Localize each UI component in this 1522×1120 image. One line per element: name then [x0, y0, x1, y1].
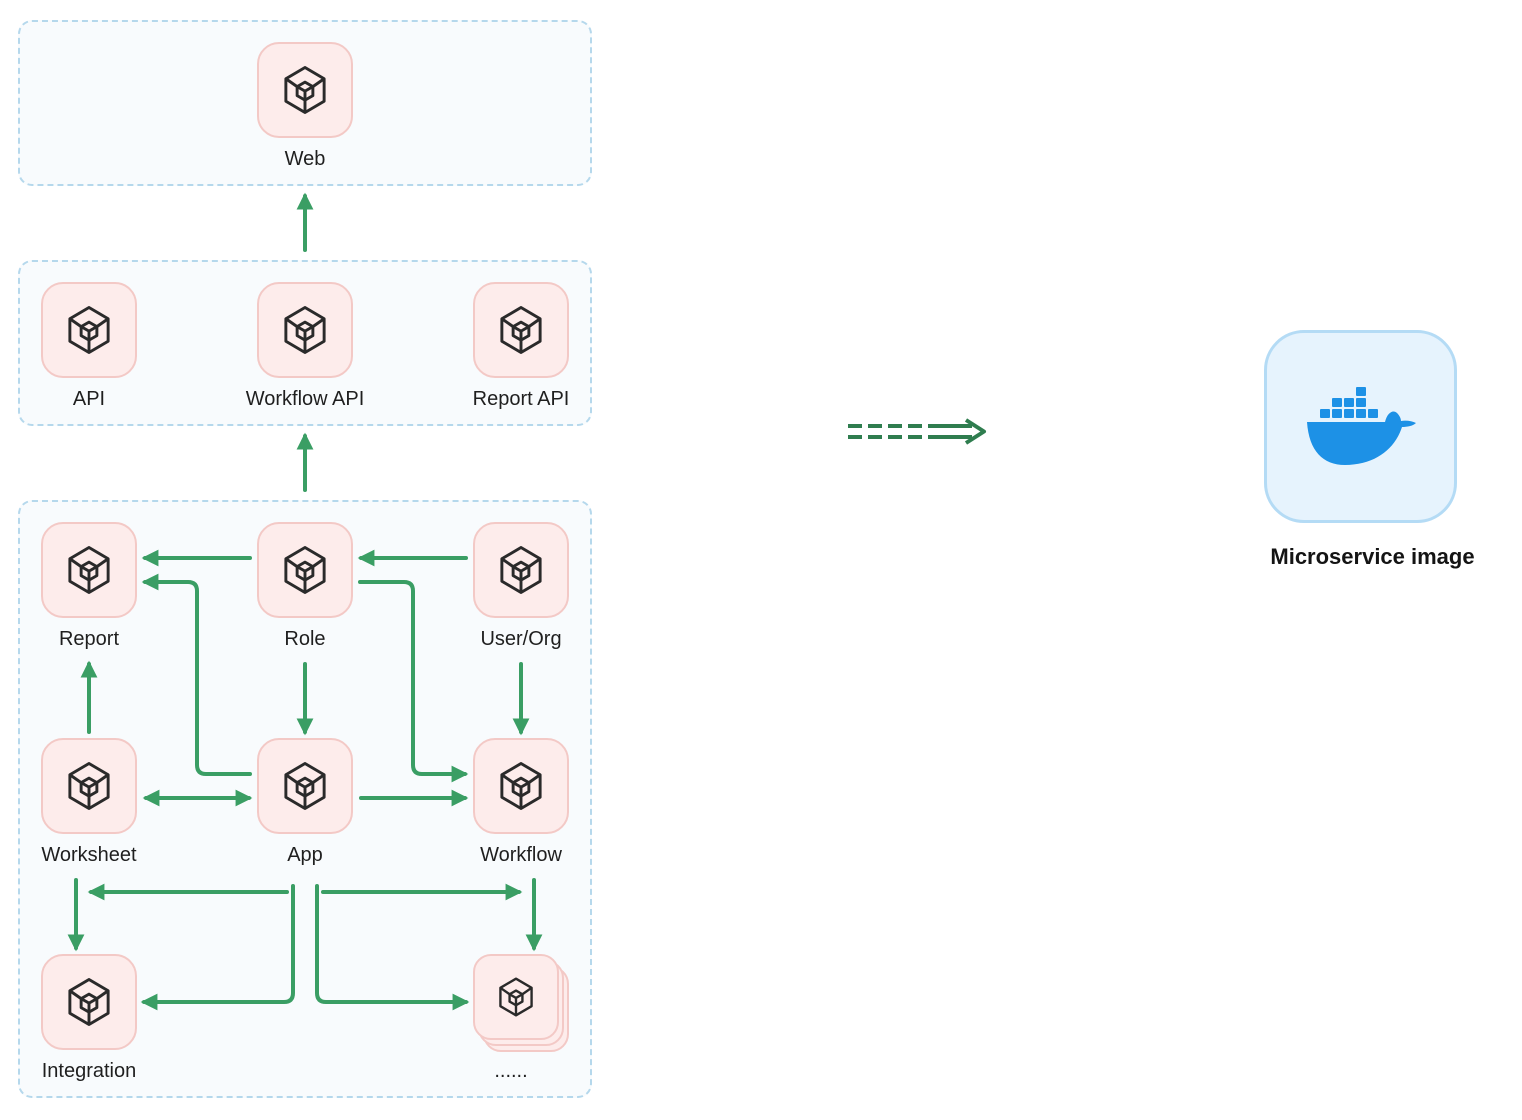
cube-icon — [68, 306, 110, 354]
cube-icon — [284, 66, 326, 114]
node-report[interactable]: Report — [14, 522, 164, 662]
node-label: Worksheet — [41, 844, 137, 866]
docker-whale-icon — [1306, 386, 1416, 465]
node-label: Web — [284, 148, 326, 170]
node-label: ...... — [494, 1060, 528, 1082]
node-more[interactable]: ...... — [446, 954, 596, 1094]
node-label: Role — [284, 628, 326, 650]
cube-icon — [500, 762, 542, 810]
app-tile — [257, 738, 353, 834]
node-label: User/Org — [480, 628, 562, 650]
node-label: Workflow — [480, 844, 562, 866]
cube-icon — [500, 546, 542, 594]
node-api[interactable]: API — [14, 282, 164, 422]
node-worksheet[interactable]: Worksheet — [14, 738, 164, 878]
node-label: API — [72, 388, 106, 410]
microservice-image-tile[interactable] — [1264, 330, 1457, 523]
user-org-tile — [473, 522, 569, 618]
node-label: Report API — [472, 388, 570, 410]
node-integration[interactable]: Integration — [14, 954, 164, 1094]
cube-icon — [68, 546, 110, 594]
node-label: App — [287, 844, 323, 866]
role-tile — [257, 522, 353, 618]
node-workflow-api[interactable]: Workflow API — [230, 282, 380, 422]
cube-icon — [68, 978, 110, 1026]
node-label: Integration — [41, 1060, 137, 1082]
cube-icon — [284, 762, 326, 810]
transform-arrow — [848, 418, 986, 445]
node-app[interactable]: App — [230, 738, 380, 878]
node-user-org[interactable]: User/Org — [446, 522, 596, 662]
stacked-cube-icon — [499, 977, 533, 1017]
worksheet-tile — [41, 738, 137, 834]
node-report-api[interactable]: Report API — [446, 282, 596, 422]
api-tile — [41, 282, 137, 378]
integration-tile — [41, 954, 137, 1050]
cube-icon — [284, 306, 326, 354]
node-web[interactable]: Web — [230, 42, 380, 182]
node-label: Workflow API — [245, 388, 365, 410]
microservice-image-label: Microservice image — [1270, 544, 1475, 569]
report-tile — [41, 522, 137, 618]
cube-icon — [500, 306, 542, 354]
node-role[interactable]: Role — [230, 522, 380, 662]
web-tile — [257, 42, 353, 138]
cube-icon — [284, 546, 326, 594]
cube-icon — [68, 762, 110, 810]
node-label: Report — [58, 628, 120, 650]
report-api-tile — [473, 282, 569, 378]
workflow-api-tile — [257, 282, 353, 378]
more-tile — [473, 954, 559, 1040]
node-workflow[interactable]: Workflow — [446, 738, 596, 878]
workflow-tile — [473, 738, 569, 834]
